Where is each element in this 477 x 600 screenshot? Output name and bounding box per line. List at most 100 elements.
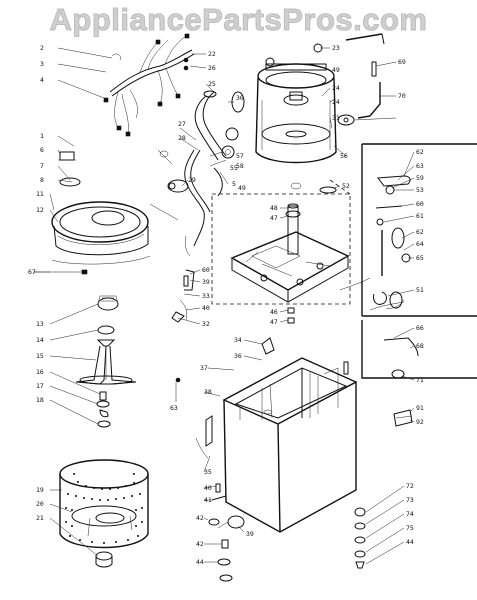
callout-number: 44	[196, 558, 204, 566]
drive-parts-30-33	[171, 269, 195, 383]
callout-number: 63	[416, 162, 424, 170]
callout-number: 72	[406, 482, 414, 490]
callout-number: 46	[270, 308, 278, 316]
callout-number: 22	[208, 50, 216, 58]
switch-parts-left	[58, 151, 81, 187]
callout-number: 5	[232, 180, 236, 188]
callout-number: 55	[230, 164, 238, 172]
callouts-top-right: 23 49 24 24 31 56 55 69 70	[230, 44, 406, 172]
callout-number: 56	[340, 152, 348, 160]
callout-number: 8	[40, 176, 44, 184]
callout-number: 1	[40, 132, 44, 140]
callout-number: 92	[416, 418, 424, 426]
callout-number: 60	[202, 266, 210, 274]
callout-number: 42	[196, 540, 204, 548]
callout-number: 15	[36, 352, 44, 360]
callout-number: 30	[236, 94, 244, 102]
hoses-and-pump	[149, 90, 245, 257]
callout-number: 60	[416, 200, 424, 208]
callout-number: 71	[416, 376, 424, 384]
callout-number: 7	[40, 162, 44, 170]
callout-number: 68	[416, 342, 424, 350]
callout-number: 16	[36, 368, 44, 376]
callout-number: 19	[36, 486, 44, 494]
callout-number: 18	[36, 396, 44, 404]
callout-number: 70	[398, 92, 406, 100]
callouts-right-box: 62 63 59 53 60 61 62 64 65 51 66 68 71 9…	[416, 148, 424, 426]
callout-number: 24	[332, 84, 340, 92]
callout-number: 42	[196, 514, 204, 522]
callout-number: 49	[332, 66, 340, 74]
callout-number: 34	[234, 336, 242, 344]
callout-number: 63	[170, 404, 178, 412]
callout-number: 37	[200, 364, 208, 372]
callouts-mid: 52 60 39 33 40 46 47 32 34 36 37 63 38 3…	[170, 182, 350, 566]
right-callout-box	[361, 143, 477, 379]
cabinet	[222, 357, 358, 533]
callout-number: 24	[332, 98, 340, 106]
callout-number: 51	[416, 286, 424, 294]
callout-number: 91	[416, 404, 424, 412]
callout-number: 31	[332, 114, 340, 122]
cabinet-side-parts	[195, 337, 349, 459]
callout-number: 57	[236, 152, 244, 160]
small-parts-16-18	[96, 391, 111, 428]
callout-number: 12	[36, 206, 44, 214]
callouts-top-center: 22 26 25 30 27 28 57 58 29 5 49 48 47	[178, 50, 278, 222]
callout-number: 3	[40, 60, 44, 68]
callout-number: 48	[270, 204, 278, 212]
callout-number: 69	[398, 58, 406, 66]
right-box-parts	[369, 175, 419, 427]
outer-tub-top	[183, 43, 337, 190]
callout-number: 39	[202, 278, 210, 286]
callout-number: 40	[204, 484, 212, 492]
callout-number: 47	[270, 214, 278, 222]
callout-number: 29	[188, 176, 196, 184]
callout-number: 67	[28, 268, 36, 276]
callout-number: 66	[416, 324, 424, 332]
right-top-parts	[337, 33, 385, 126]
callout-number: 38	[204, 388, 212, 396]
callout-number: 23	[332, 44, 340, 52]
callout-number: 35	[204, 468, 212, 476]
callout-number: 13	[36, 320, 44, 328]
callout-number: 47	[270, 318, 278, 326]
callout-number: 44	[406, 538, 414, 546]
callout-number: 32	[202, 320, 210, 328]
callout-number: 58	[236, 162, 244, 170]
leveling-legs	[208, 483, 245, 582]
callout-number: 28	[178, 134, 186, 142]
callout-number: 64	[416, 240, 424, 248]
callout-number: 74	[406, 510, 414, 518]
callout-number: 41	[204, 496, 212, 504]
callout-number: 25	[208, 80, 216, 88]
callout-number: 17	[36, 382, 44, 390]
transmission-assembly	[230, 186, 371, 303]
callouts-left: 2 3 4 1 6 7 8 11 12 67 13 14 15 16 17 18…	[28, 44, 44, 522]
agitator-assembly	[75, 295, 137, 385]
callout-number: 26	[208, 64, 216, 72]
callout-number: 11	[36, 190, 44, 198]
callout-number: 49	[238, 184, 246, 192]
callout-number: 59	[416, 174, 424, 182]
callout-number: 61	[416, 212, 424, 220]
wash-basket	[59, 459, 149, 568]
lid-assembly	[51, 201, 151, 265]
callout-number: 39	[246, 530, 254, 538]
callout-number: 33	[202, 292, 210, 300]
callout-number: 65	[416, 254, 424, 262]
callout-number: 20	[36, 500, 44, 508]
leader-lines	[34, 47, 415, 565]
callout-number: 62	[416, 228, 424, 236]
callout-number: 4	[40, 76, 44, 84]
callout-number: 36	[234, 352, 242, 360]
callout-number: 27	[178, 120, 186, 128]
callout-number: 40	[202, 304, 210, 312]
bottom-right-parts	[354, 507, 366, 569]
callout-number: 73	[406, 496, 414, 504]
wiring-harness	[103, 33, 195, 137]
callout-number: 14	[36, 336, 44, 344]
callout-number: 52	[342, 182, 350, 190]
callout-number: 75	[406, 524, 414, 532]
